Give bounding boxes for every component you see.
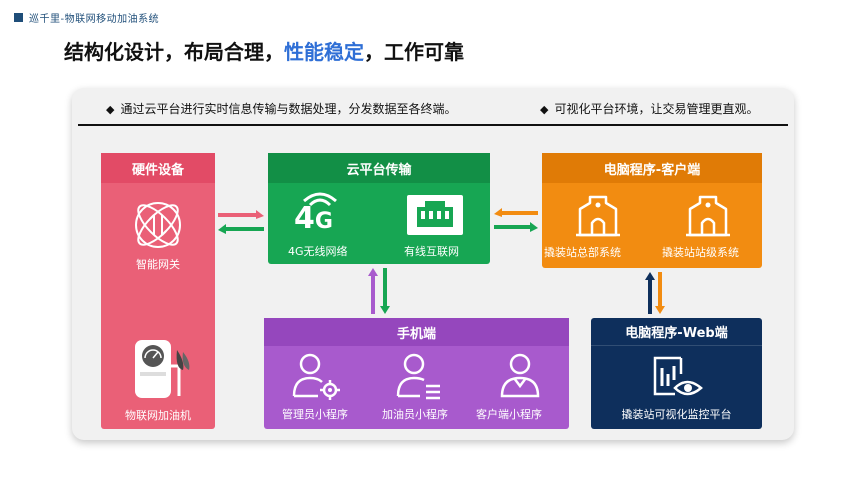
wired-label: 有线互联网 <box>404 245 459 258</box>
station-system-label: 撬装站站级系统 <box>662 246 739 259</box>
pc-client-title: 电脑程序-客户端 <box>542 153 762 183</box>
ethernet-port-icon <box>407 195 463 235</box>
hardware-title: 硬件设备 <box>101 153 215 183</box>
bullet-cloud: ◆ 通过云平台进行实时信息传输与数据处理，分发数据至各终端。 <box>106 100 456 117</box>
gateway-label: 智能网关 <box>136 258 180 271</box>
headline-part-1: 结构化设计，布局合理， <box>64 40 284 64</box>
bullet-visual-text: 可视化平台环境，让交易管理更直观。 <box>554 102 759 116</box>
brand-square-icon <box>14 12 23 22</box>
hq-system-label: 撬装站总部系统 <box>544 246 621 259</box>
diamond-bullet-icon: ◆ <box>106 103 115 116</box>
cloud-box: 云平台传输 4G 4G无线网络 有线互联网 <box>268 153 490 264</box>
pc-client-box: 电脑程序-客户端 撬装站总部系统 撬装站站级系统 <box>542 153 762 268</box>
divider-line <box>78 124 788 126</box>
page-headline: 结构化设计，布局合理，性能稳定，工作可靠 <box>64 36 464 65</box>
pc-web-title: 电脑程序-Web端 <box>591 318 762 346</box>
gateway-icon <box>135 202 181 248</box>
mobile-title: 手机端 <box>264 318 569 346</box>
admin-miniapp-label: 管理员小程序 <box>282 408 348 421</box>
headline-part-2: ，工作可靠 <box>364 40 464 64</box>
customer-user-icon <box>500 353 540 398</box>
hardware-box: 硬件设备 智能网关 物联网加油机 <box>101 153 215 429</box>
pc-web-box: 电脑程序-Web端 撬装站可视化监控平台 <box>591 318 762 429</box>
hq-building-icon <box>576 195 620 237</box>
monitoring-chart-eye-icon <box>653 356 703 396</box>
fueler-miniapp-label: 加油员小程序 <box>382 408 448 421</box>
top-brand-bar: 巡千里-物联网移动加油系统 <box>14 10 160 25</box>
cloud-mobile-arrows <box>368 268 390 314</box>
fuel-dispenser-icon <box>135 340 190 398</box>
4g-label: 4G无线网络 <box>288 245 348 258</box>
diamond-bullet-icon: ◆ <box>540 103 549 116</box>
customer-miniapp-label: 客户端小程序 <box>476 408 542 421</box>
4g-digit: 4 <box>294 201 315 236</box>
4g-badge-icon: 4G <box>294 201 333 236</box>
admin-user-gear-icon <box>292 353 340 400</box>
bullet-cloud-text: 通过云平台进行实时信息传输与数据处理，分发数据至各终端。 <box>120 102 457 116</box>
headline-highlight: 性能稳定 <box>284 40 364 64</box>
dispenser-label: 物联网加油机 <box>125 409 191 422</box>
brand-title: 巡千里-物联网移动加油系统 <box>29 13 160 25</box>
station-building-icon <box>686 195 730 237</box>
cloud-title: 云平台传输 <box>268 153 490 183</box>
wifi-signal-icon <box>303 192 337 207</box>
web-platform-label: 撬装站可视化监控平台 <box>621 408 732 421</box>
fueler-user-list-icon <box>396 353 440 400</box>
bullet-visual: ◆ 可视化平台环境，让交易管理更直观。 <box>540 100 758 117</box>
mobile-box: 手机端 管理员小程序 加油员小程序 客户端小程序 <box>264 318 569 429</box>
pc-web-arrows <box>645 272 665 314</box>
4g-letter: G <box>314 209 333 234</box>
cloud-pc-arrows <box>494 208 538 232</box>
hardware-cloud-arrows <box>218 210 264 234</box>
